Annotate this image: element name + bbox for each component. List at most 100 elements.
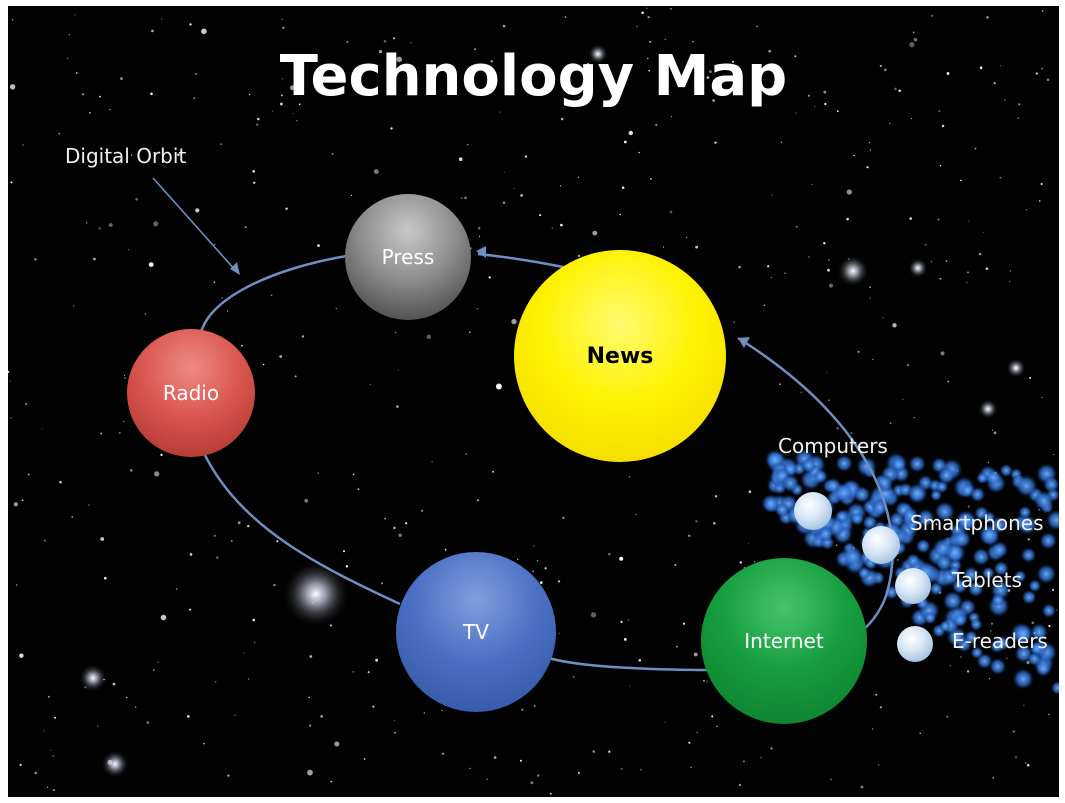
star bbox=[71, 516, 74, 518]
device-cluster-dot bbox=[1012, 668, 1034, 690]
star bbox=[153, 221, 159, 227]
star bbox=[993, 431, 997, 435]
star bbox=[294, 375, 297, 378]
star bbox=[252, 618, 255, 622]
star bbox=[301, 335, 305, 338]
star bbox=[988, 678, 990, 680]
star bbox=[363, 758, 366, 760]
star bbox=[986, 16, 989, 19]
star bbox=[8, 370, 10, 373]
device-cluster-dot bbox=[952, 612, 968, 628]
device-cluster-dot bbox=[1035, 660, 1052, 677]
star bbox=[252, 170, 255, 173]
star bbox=[214, 243, 216, 246]
star bbox=[638, 659, 642, 662]
star bbox=[309, 655, 313, 658]
device-cluster-dot bbox=[976, 472, 989, 485]
star bbox=[857, 350, 860, 353]
star bbox=[272, 110, 274, 112]
device-cluster-dot bbox=[834, 483, 854, 503]
star bbox=[560, 117, 564, 121]
star bbox=[713, 522, 716, 525]
star bbox=[175, 588, 178, 590]
star bbox=[937, 218, 940, 221]
star bbox=[194, 72, 198, 76]
star bbox=[902, 398, 904, 401]
device-cluster-dot bbox=[915, 538, 931, 554]
device-cluster-dot bbox=[850, 511, 865, 526]
star bbox=[780, 141, 783, 143]
star bbox=[835, 544, 838, 547]
star bbox=[317, 244, 320, 247]
star bbox=[889, 422, 892, 424]
star bbox=[577, 176, 579, 178]
star bbox=[108, 223, 113, 227]
star bbox=[564, 16, 567, 18]
star bbox=[160, 453, 163, 456]
star bbox=[390, 127, 393, 130]
star bbox=[270, 294, 273, 297]
star bbox=[875, 693, 878, 696]
star bbox=[947, 380, 950, 383]
device-cluster-dot bbox=[955, 510, 977, 532]
star bbox=[978, 252, 982, 256]
device-cluster-dot bbox=[1014, 570, 1027, 583]
star bbox=[13, 502, 18, 507]
star bbox=[329, 624, 333, 627]
star bbox=[592, 750, 595, 753]
star bbox=[924, 243, 927, 246]
star bbox=[647, 16, 650, 19]
device-cluster-dot bbox=[993, 560, 1009, 577]
star bbox=[513, 188, 515, 189]
star bbox=[19, 763, 22, 767]
star bbox=[768, 49, 771, 53]
star bbox=[273, 583, 276, 587]
star bbox=[394, 331, 397, 334]
device-cluster-dot bbox=[1039, 532, 1058, 550]
star bbox=[868, 141, 871, 144]
star bbox=[623, 638, 627, 641]
star bbox=[244, 226, 247, 229]
planet-tv: TV bbox=[396, 552, 556, 712]
star bbox=[794, 55, 797, 58]
star bbox=[621, 186, 625, 189]
star bbox=[68, 34, 70, 36]
device-cluster-dot bbox=[952, 529, 972, 549]
device-cluster-dot bbox=[902, 507, 919, 524]
star bbox=[909, 217, 912, 220]
device-cluster-dot bbox=[981, 566, 995, 580]
star bbox=[123, 420, 125, 423]
slide-canvas: Technology Map Digital Orbit Press Radio… bbox=[8, 6, 1059, 797]
star bbox=[1009, 270, 1011, 272]
star bbox=[827, 399, 830, 402]
star bbox=[1040, 183, 1043, 185]
star bbox=[748, 490, 752, 494]
star bbox=[641, 11, 644, 15]
device-cluster-dot bbox=[1046, 509, 1059, 531]
star bbox=[823, 90, 827, 94]
star bbox=[530, 781, 534, 785]
star bbox=[478, 235, 481, 237]
star bbox=[52, 755, 55, 757]
star bbox=[551, 227, 554, 230]
star bbox=[878, 764, 880, 766]
star bbox=[151, 29, 154, 33]
star bbox=[346, 40, 349, 43]
star bbox=[373, 169, 379, 175]
star bbox=[619, 213, 621, 216]
star bbox=[982, 231, 984, 233]
star bbox=[135, 706, 137, 708]
star bbox=[126, 696, 128, 699]
star bbox=[394, 731, 396, 734]
star bbox=[146, 721, 150, 724]
star bbox=[524, 155, 528, 158]
star bbox=[716, 725, 718, 728]
star bbox=[1015, 756, 1017, 759]
star bbox=[1023, 704, 1025, 707]
star bbox=[467, 144, 469, 146]
star bbox=[289, 85, 295, 91]
star bbox=[405, 522, 408, 525]
orbit-arrowhead bbox=[476, 246, 486, 258]
star bbox=[383, 40, 387, 43]
star bbox=[636, 25, 638, 28]
